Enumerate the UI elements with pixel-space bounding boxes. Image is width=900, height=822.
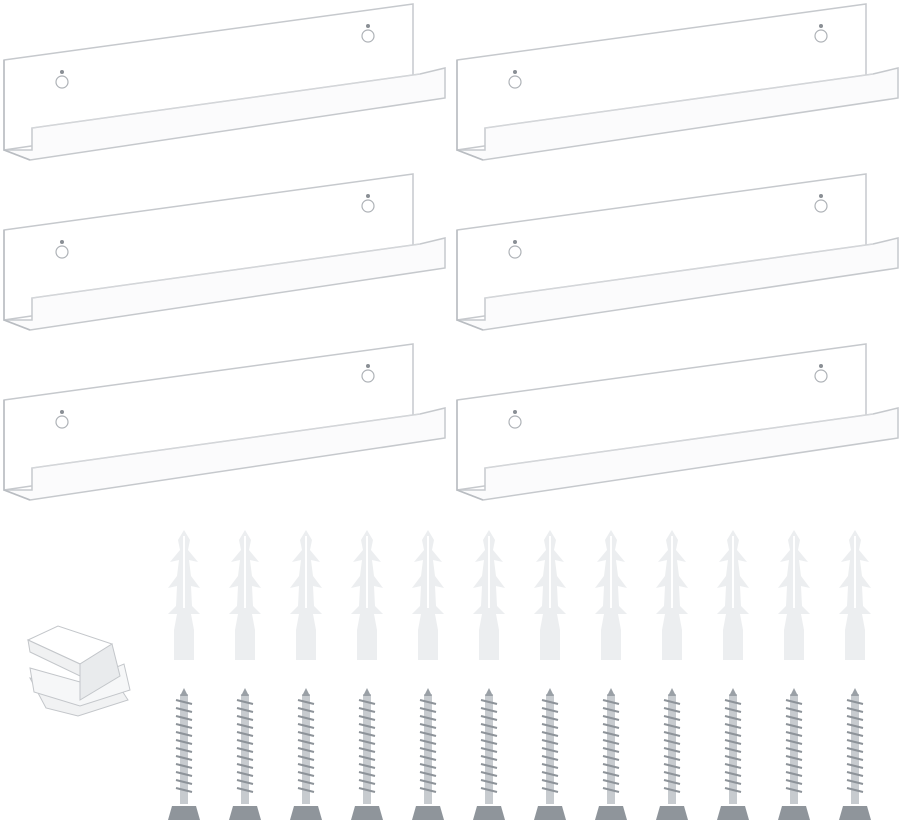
acrylic-shelf-5	[3, 343, 446, 501]
acrylic-shelf-1	[3, 3, 446, 161]
acrylic-shelf-4	[456, 173, 899, 331]
acrylic-shelf-3	[3, 173, 446, 331]
adhesive-pads-stack	[26, 625, 131, 717]
acrylic-shelf-6	[456, 343, 899, 501]
screws	[167, 687, 872, 821]
wall-anchors	[167, 529, 872, 661]
acrylic-shelf-2	[456, 3, 899, 161]
